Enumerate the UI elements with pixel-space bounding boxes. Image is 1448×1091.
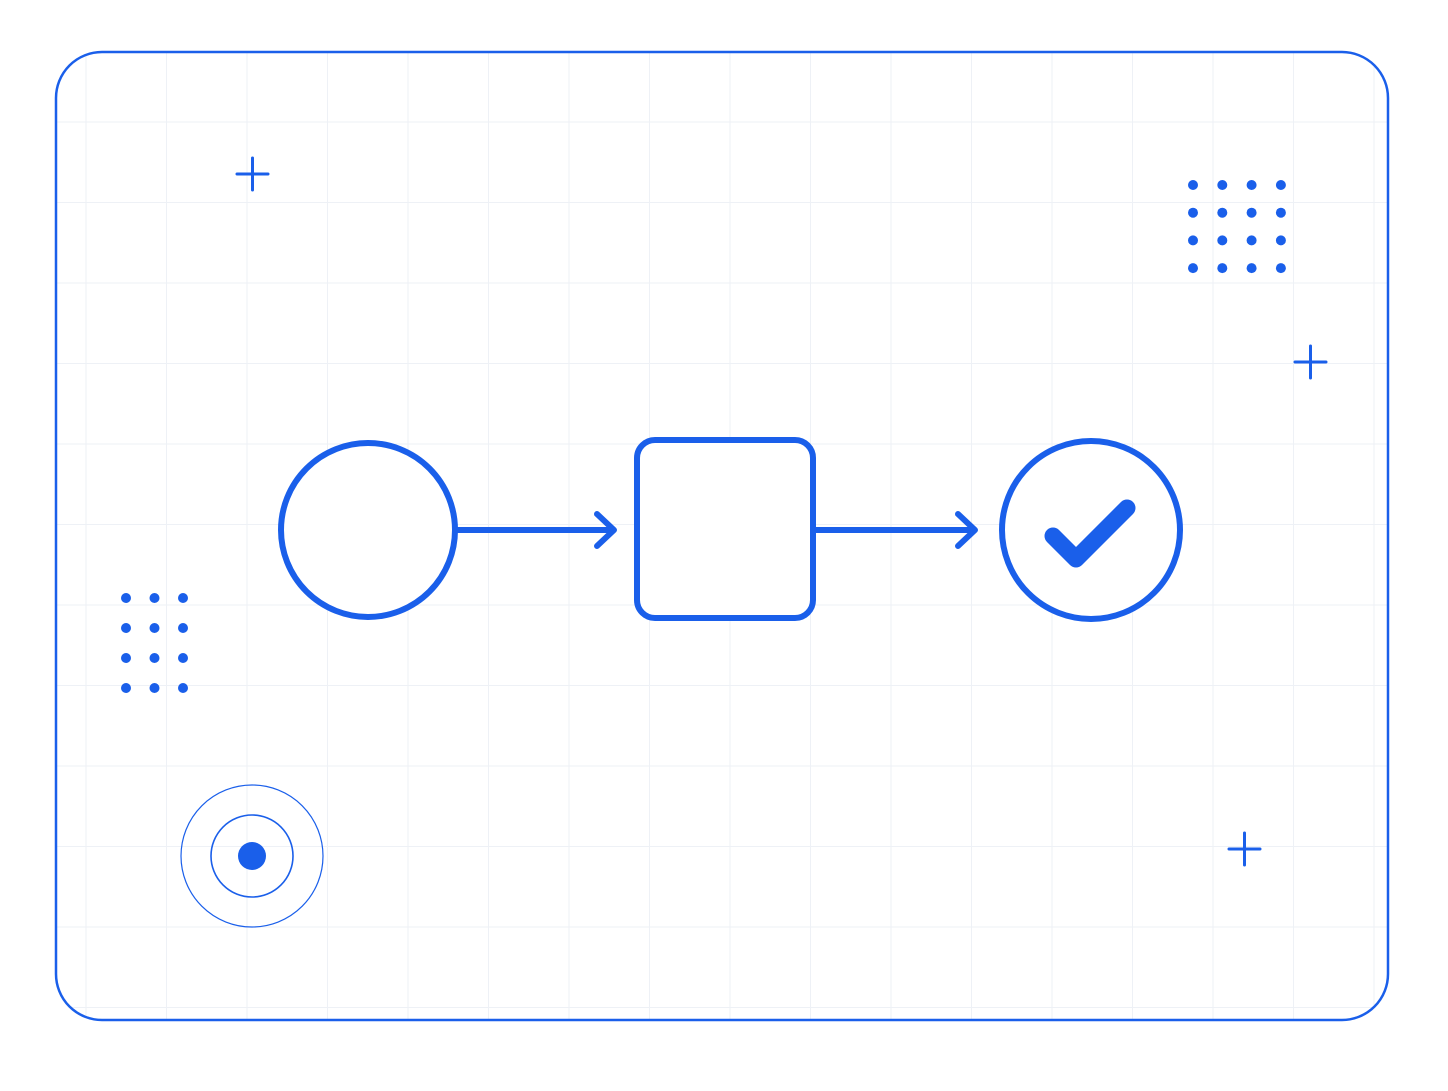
dot xyxy=(1246,180,1257,190)
end-node-circle xyxy=(999,438,1183,622)
dot xyxy=(178,683,188,693)
check-icon xyxy=(1044,499,1136,568)
dot-grid-top-right xyxy=(1188,180,1286,274)
start-node-circle xyxy=(278,440,458,620)
diagram-frame xyxy=(54,50,1390,1022)
arrow-right-icon xyxy=(455,511,617,549)
dot xyxy=(1246,263,1257,274)
arrow-right-icon xyxy=(813,511,978,549)
dot xyxy=(1188,207,1198,218)
dot xyxy=(121,653,131,663)
dot xyxy=(178,593,188,603)
dot xyxy=(149,683,160,693)
dot xyxy=(1217,263,1228,274)
dot xyxy=(1188,235,1198,246)
plus-icon xyxy=(235,156,270,192)
dot xyxy=(149,593,160,603)
dot xyxy=(1246,207,1257,218)
dot xyxy=(1275,180,1286,190)
dot xyxy=(121,593,131,603)
dot xyxy=(121,623,131,633)
dot xyxy=(1217,180,1228,190)
dot xyxy=(1217,235,1228,246)
dot xyxy=(1275,235,1286,246)
dot xyxy=(1246,235,1257,246)
dot xyxy=(1217,207,1228,218)
dot xyxy=(1188,263,1198,274)
concentric-target-icon xyxy=(180,784,324,928)
dot xyxy=(149,653,160,663)
dot xyxy=(178,653,188,663)
dot-grid-left xyxy=(121,593,188,693)
dot xyxy=(1275,207,1286,218)
process-node-square xyxy=(634,437,816,621)
dot xyxy=(1188,180,1198,190)
dot xyxy=(121,683,131,693)
dot xyxy=(1275,263,1286,274)
dot xyxy=(178,623,188,633)
dot xyxy=(149,623,160,633)
plus-icon xyxy=(1293,344,1328,380)
plus-icon xyxy=(1227,831,1262,867)
